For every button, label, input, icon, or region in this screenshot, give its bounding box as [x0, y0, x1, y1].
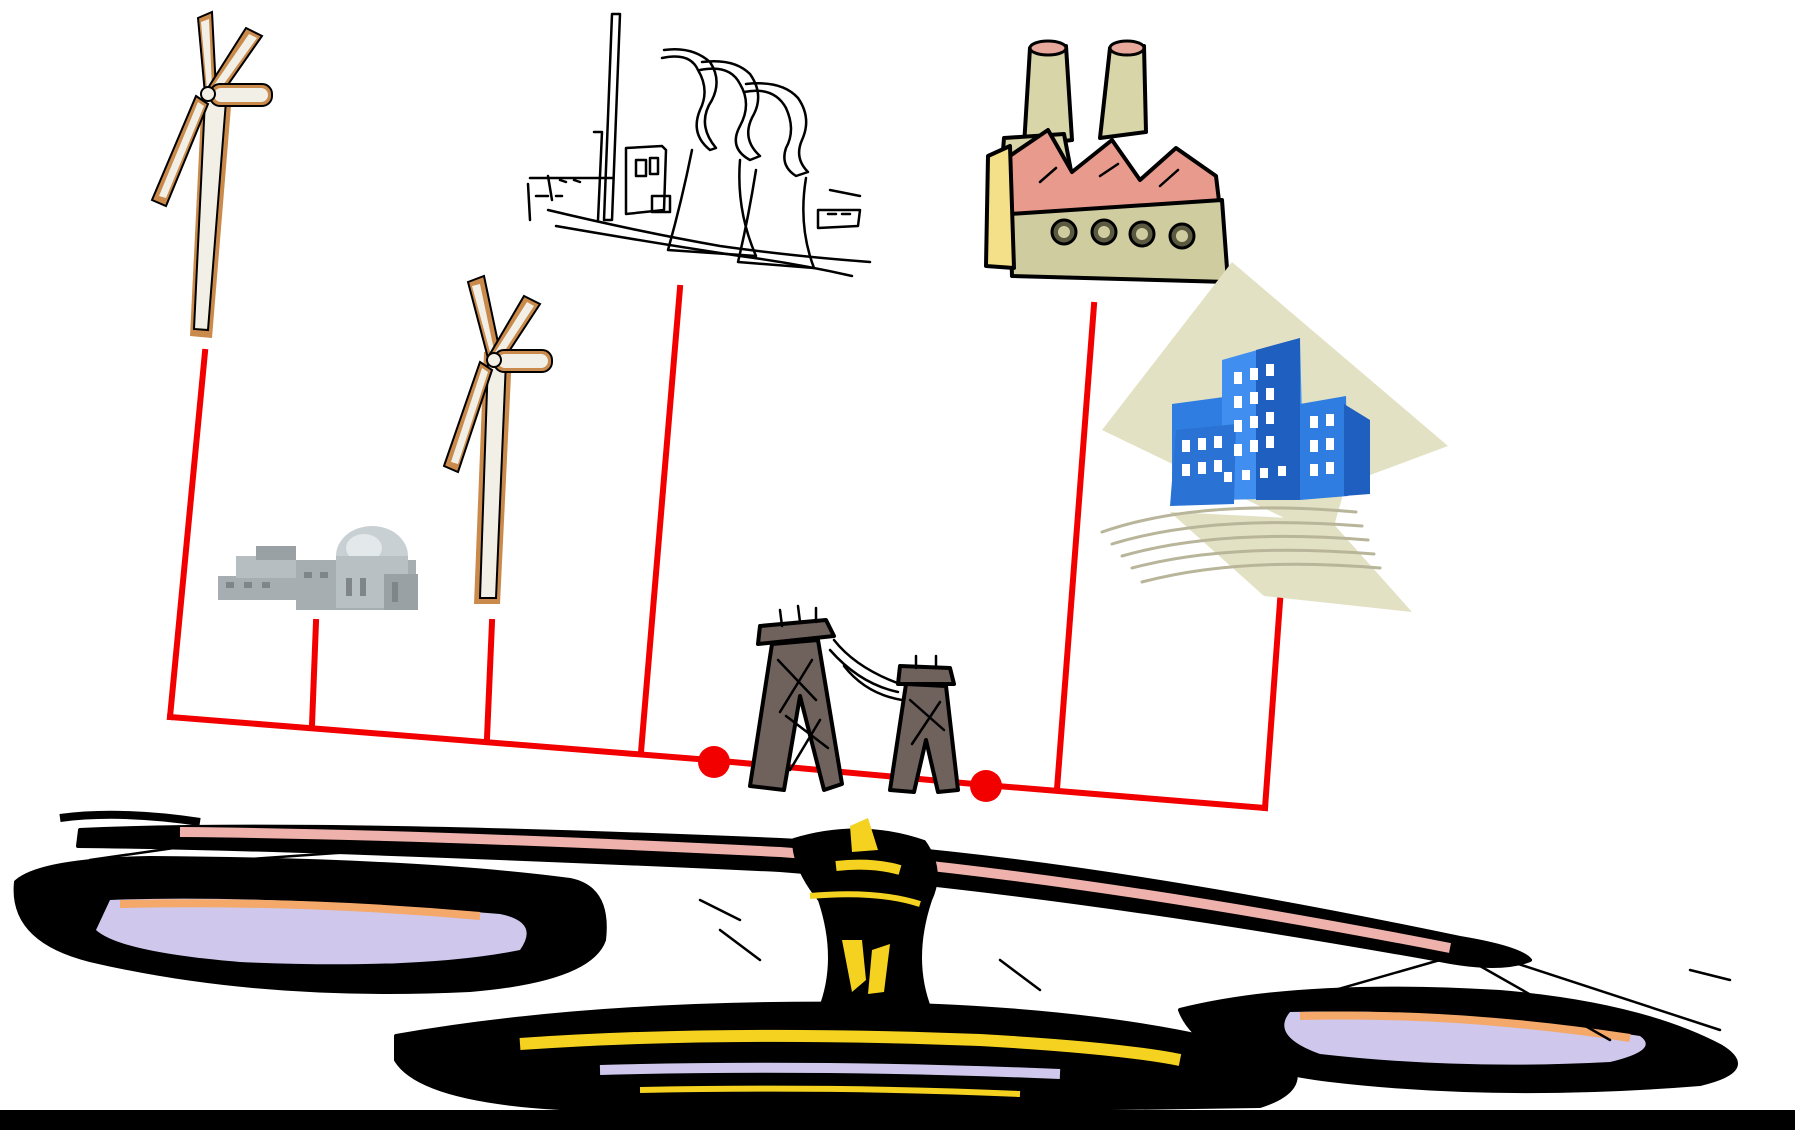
junction-node-right — [970, 770, 1002, 802]
feeder-line-wind-1 — [166, 348, 209, 721]
junction-node-left — [698, 746, 730, 778]
feeder-line-offices — [1261, 584, 1285, 812]
feeder-line-factory — [1053, 301, 1098, 793]
nuclear-plant-icon — [218, 526, 418, 610]
power-plant-icon — [526, 12, 872, 278]
feeder-line-wind-2 — [483, 618, 496, 742]
transmission-tower-icon — [748, 604, 960, 794]
wind-turbine-icon — [150, 10, 273, 338]
office-buildings-icon — [1100, 262, 1448, 612]
main-bus-line — [166, 713, 1269, 812]
feeder-line-power-plant — [637, 284, 684, 756]
factory-icon — [984, 39, 1230, 284]
grid-wiring — [166, 284, 1285, 812]
balance-scale-icon — [13, 810, 1738, 1112]
wind-turbine-icon — [442, 274, 553, 604]
feeder-line-nuclear — [308, 618, 320, 729]
bottom-bar — [0, 1110, 1795, 1130]
